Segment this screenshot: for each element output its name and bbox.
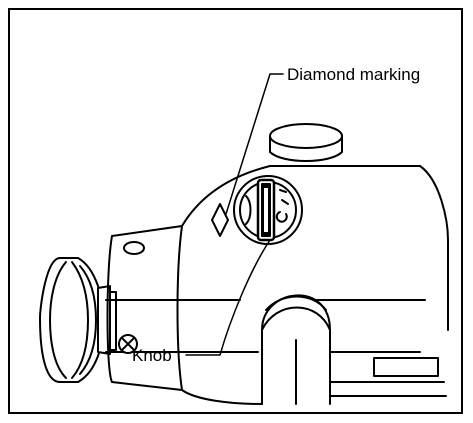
knob-leader-line bbox=[185, 239, 271, 356]
top-boss bbox=[269, 123, 343, 162]
diamond-marking-label: Diamond marking bbox=[287, 65, 421, 84]
handle bbox=[261, 294, 331, 405]
diamond-leader-line bbox=[225, 73, 284, 215]
rear-cylinder bbox=[105, 225, 183, 391]
diamond-marking bbox=[211, 203, 229, 237]
main-body bbox=[181, 165, 449, 405]
knob-label: Knob bbox=[132, 346, 172, 365]
end-disc bbox=[39, 257, 105, 383]
knob-housing bbox=[233, 175, 303, 245]
